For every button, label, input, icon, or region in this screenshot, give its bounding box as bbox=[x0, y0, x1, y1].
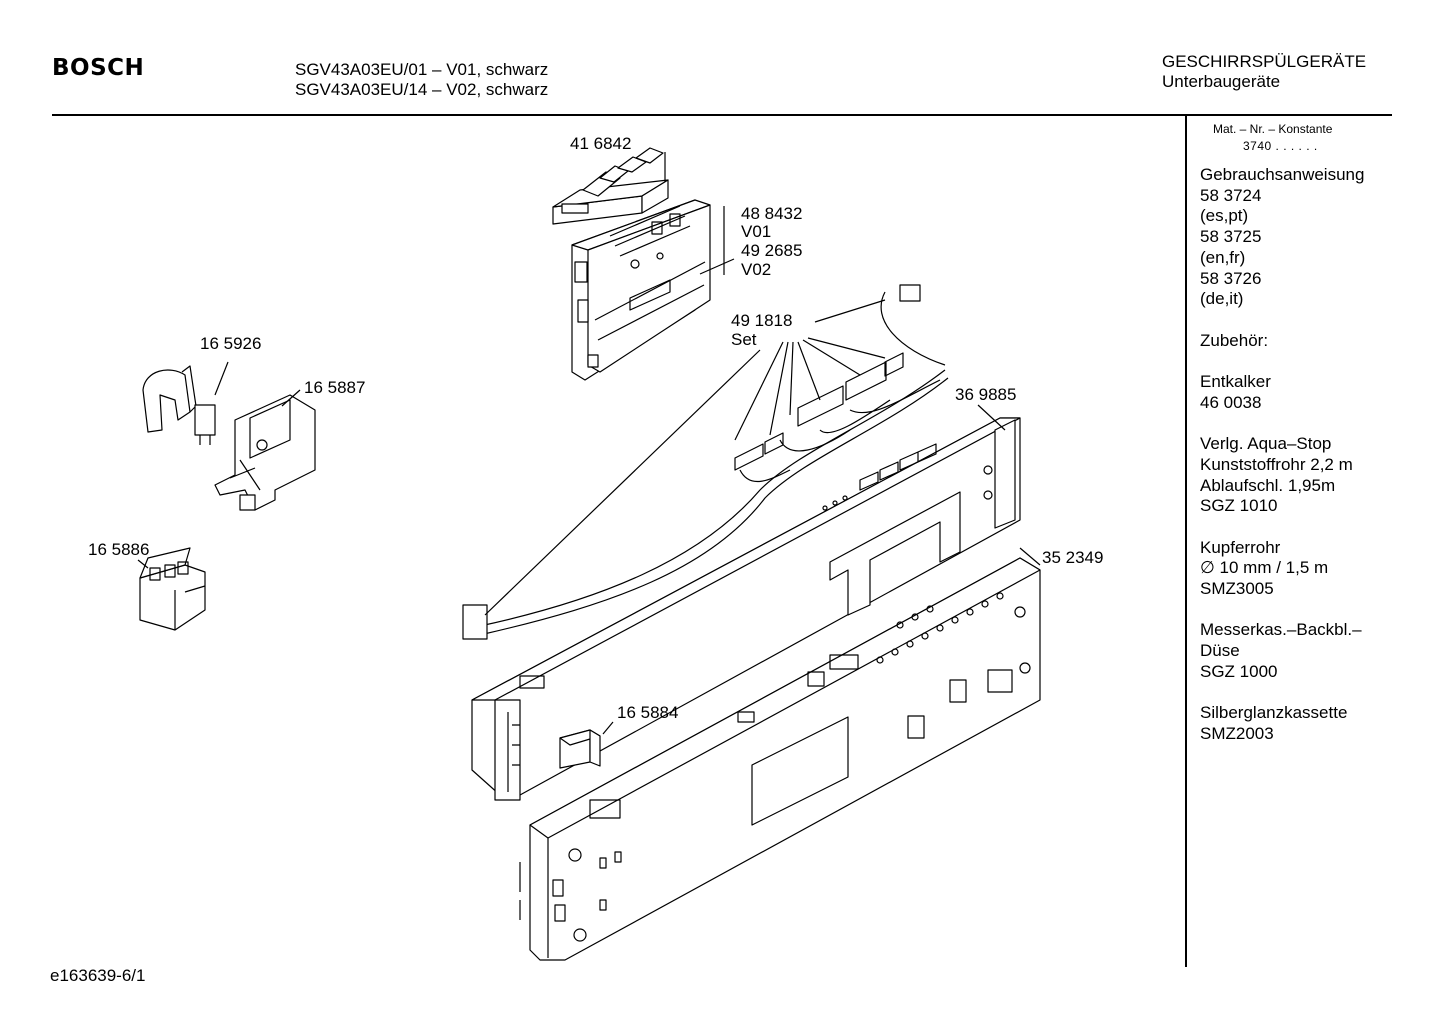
accessory-line: Ablaufschl. 1,95m bbox=[1200, 475, 1336, 495]
accessory-line: SGZ 1010 bbox=[1200, 496, 1278, 516]
leader-line bbox=[769, 341, 789, 436]
sidebar-divider bbox=[1185, 116, 1187, 967]
accessory-line: 46 0038 bbox=[1200, 392, 1262, 412]
inner-door-panel-part bbox=[519, 557, 1041, 961]
leader-line bbox=[807, 337, 886, 359]
accessory-line: Düse bbox=[1200, 641, 1240, 661]
accessory-line: Gebrauchsanweisung bbox=[1200, 165, 1365, 184]
label-352349: 35 2349 bbox=[1042, 548, 1103, 567]
leader-line bbox=[699, 258, 735, 275]
electronic-module-part bbox=[571, 199, 711, 381]
accessory-line: Entkalker bbox=[1200, 372, 1271, 391]
brand-logo: BOSCH bbox=[52, 55, 145, 81]
accessory-line bbox=[1200, 351, 1364, 372]
accessory-line: Kupferrohr bbox=[1200, 537, 1281, 557]
accessory-line bbox=[1200, 600, 1364, 621]
model-line-2: SGV43A03EU/14 – V02, schwarz bbox=[295, 80, 549, 99]
wiring-harness-part bbox=[462, 284, 949, 640]
button-strip-part bbox=[552, 147, 669, 225]
leader-line bbox=[789, 341, 794, 416]
label-416842: 41 6842 bbox=[570, 134, 631, 153]
accessory-line: SGZ 1000 bbox=[1200, 661, 1278, 681]
relay-holder-part bbox=[214, 394, 316, 511]
mat-nr-value: 3740 . . . . . . bbox=[1243, 139, 1318, 153]
accessory-line: 58 3725 bbox=[1200, 227, 1262, 247]
label-492685: 49 2685 bbox=[741, 241, 802, 260]
category-title: GESCHIRRSPÜLGERÄTE bbox=[1162, 52, 1367, 71]
label-165887: 16 5887 bbox=[304, 378, 365, 397]
leader-line bbox=[814, 299, 886, 323]
accessory-list: Gebrauchsanweisung 58 3724 (es,pt) 58 37… bbox=[1200, 165, 1364, 745]
accessory-line bbox=[1200, 517, 1364, 538]
accessory-line: Zubehör: bbox=[1200, 330, 1269, 350]
label-165884: 16 5884 bbox=[617, 703, 678, 722]
control-panel-fascia-part bbox=[471, 417, 1021, 801]
accessory-line: SMZ2003 bbox=[1200, 723, 1274, 743]
drawing-code: e163639-6/1 bbox=[50, 966, 146, 985]
accessory-line: Messerkas.–Backbl.– bbox=[1200, 620, 1362, 640]
category-subtitle: Unterbaugeräte bbox=[1162, 72, 1281, 91]
accessory-line: SMZ3005 bbox=[1200, 579, 1274, 598]
accessory-line: (en,fr) bbox=[1200, 247, 1246, 267]
accessory-line: ∅ 10 mm / 1,5 m bbox=[1200, 558, 1329, 578]
accessory-line: Silberglanzkassette bbox=[1200, 703, 1348, 723]
leader-line bbox=[1019, 547, 1041, 566]
exploded-parts-diagram: 41 6842 48 8432 V01 49 2685 V02 49 1818 … bbox=[88, 134, 1103, 961]
accessory-line bbox=[1200, 683, 1364, 704]
label-488432: 48 8432 bbox=[741, 204, 802, 223]
label-v01: V01 bbox=[741, 222, 771, 241]
leader-line bbox=[137, 559, 149, 569]
mat-nr-label: Mat. – Nr. – Konstante bbox=[1213, 122, 1333, 136]
label-165926: 16 5926 bbox=[200, 334, 261, 353]
leader-line bbox=[977, 404, 1006, 431]
label-v02: V02 bbox=[741, 260, 771, 279]
accessory-line: 58 3726 bbox=[1200, 268, 1262, 288]
model-line-1: SGV43A03EU/01 – V01, schwarz bbox=[295, 60, 549, 79]
accessory-line: (de,it) bbox=[1200, 289, 1244, 309]
accessory-line bbox=[1200, 413, 1364, 434]
label-set: Set bbox=[731, 330, 757, 349]
leader-line bbox=[281, 389, 301, 407]
leader-line bbox=[734, 341, 784, 441]
terminal-block-part bbox=[139, 547, 206, 631]
accessory-line: (es,pt) bbox=[1200, 206, 1249, 226]
leader-line bbox=[797, 341, 821, 401]
accessory-line: Kunststoffrohr 2,2 m bbox=[1200, 454, 1353, 474]
accessory-line bbox=[1200, 310, 1364, 331]
leader-line bbox=[484, 349, 761, 616]
accessory-line: Verlg. Aqua–Stop bbox=[1200, 434, 1332, 454]
header-divider bbox=[52, 114, 1392, 116]
small-block-part bbox=[559, 729, 601, 769]
cover-cap-part bbox=[142, 365, 216, 445]
label-165886: 16 5886 bbox=[88, 540, 149, 559]
leader-line bbox=[802, 339, 861, 376]
leader-line bbox=[214, 361, 229, 396]
label-491818: 49 1818 bbox=[731, 311, 792, 330]
leader-line bbox=[602, 721, 614, 735]
accessory-line: 58 3724 bbox=[1200, 185, 1262, 205]
label-369885: 36 9885 bbox=[955, 385, 1016, 404]
